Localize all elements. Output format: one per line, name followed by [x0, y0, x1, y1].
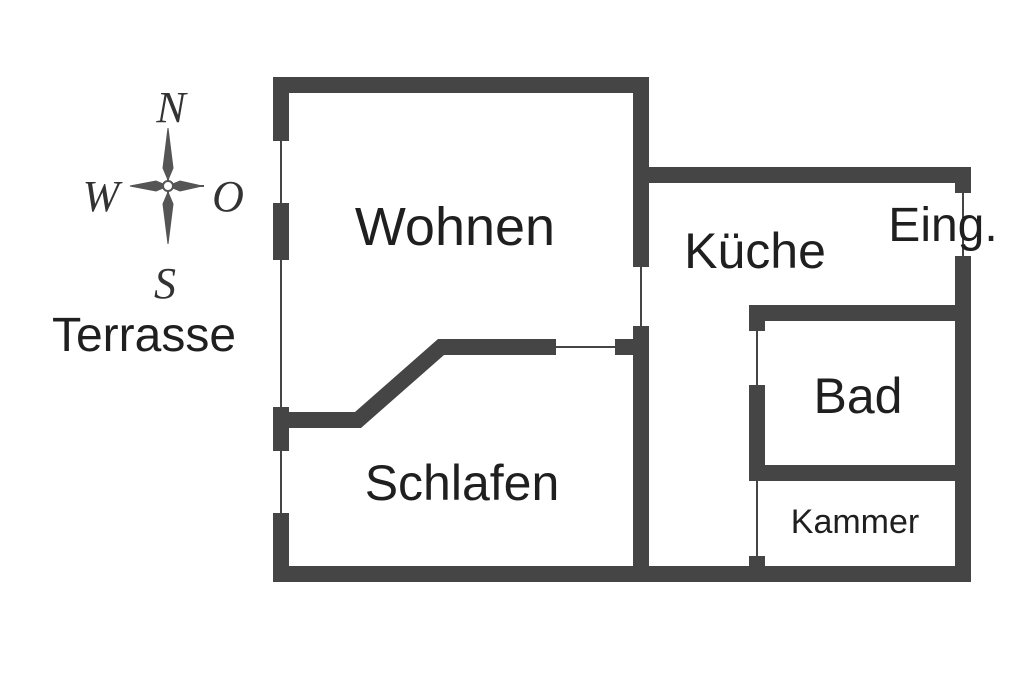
compass-star-icon — [129, 127, 204, 245]
wall-left-junction — [273, 407, 289, 451]
compass-west-label: W — [83, 172, 123, 221]
wall-left-top — [273, 77, 289, 141]
wall-left-bottom — [273, 513, 289, 582]
wall-bad-top — [749, 305, 971, 321]
wall-bad-left-upper — [749, 305, 765, 331]
compass-south-label: S — [154, 259, 176, 308]
walls — [273, 77, 971, 582]
compass-rose: N S W O — [83, 83, 244, 308]
room-labels: Wohnen Küche Eing. Terrasse Bad Schlafen… — [52, 197, 998, 541]
wall-bottom — [273, 566, 971, 582]
wall-eingang-upper — [955, 167, 971, 193]
wall-top-kueche — [633, 167, 971, 183]
compass-north-label: N — [155, 83, 188, 132]
room-label-bad: Bad — [814, 368, 903, 424]
wall-bad-kammer — [749, 465, 971, 481]
room-label-terrasse: Terrasse — [52, 309, 236, 362]
room-label-kammer: Kammer — [791, 503, 919, 541]
wall-bad-left-lower — [749, 385, 765, 481]
wall-right — [955, 256, 971, 582]
room-label-eingang: Eing. — [888, 199, 997, 252]
wall-kammer-left-stub — [749, 556, 765, 582]
wall-schlafen-kueche — [633, 326, 649, 582]
wall-wohnen-schlafen — [289, 339, 556, 428]
wall-top-wohnen — [273, 77, 649, 93]
room-label-wohnen: Wohnen — [355, 197, 555, 257]
compass-east-label: O — [212, 172, 244, 221]
room-label-kueche: Küche — [684, 223, 826, 279]
room-label-schlafen: Schlafen — [365, 455, 560, 511]
